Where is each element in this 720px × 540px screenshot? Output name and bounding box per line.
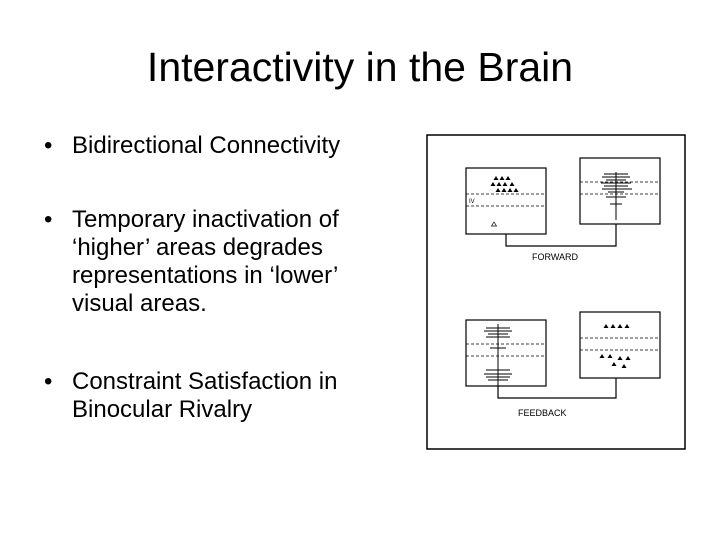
layer-label: IV	[469, 199, 475, 205]
bullet-text: Temporary inactivation of ‘higher’ areas…	[72, 206, 339, 317]
bullet-item: • Constraint Satisfaction in Binocular R…	[42, 368, 397, 424]
bullet-text: Bidirectional Connectivity	[72, 132, 341, 159]
lower-area-box	[465, 319, 547, 387]
bullet-marker: •	[44, 206, 53, 233]
spike-triangles	[599, 324, 631, 368]
forward-connection	[505, 224, 617, 247]
bullet-item: • Temporary inactivation of ‘higher’ are…	[42, 206, 397, 318]
feedback-label: FEEDBACK	[518, 408, 567, 418]
bullet-item: • Bidirectional Connectivity	[42, 132, 397, 160]
connectivity-diagram: IV FORWARD	[426, 134, 686, 450]
bullet-marker: •	[44, 368, 53, 395]
higher-area-box	[579, 311, 661, 379]
feedback-panel: FEEDBACK	[465, 311, 661, 418]
slide-title: Interactivity in the Brain	[146, 44, 574, 90]
figure-border	[426, 134, 686, 450]
forward-label: FORWARD	[532, 252, 578, 262]
feedback-connection	[497, 378, 617, 399]
forward-panel: IV FORWARD	[465, 157, 661, 262]
spike-lines	[601, 173, 632, 205]
spike-triangles	[490, 176, 519, 192]
spike-lines	[484, 327, 512, 381]
bullet-text: Constraint Satisfaction in Binocular Riv…	[72, 368, 338, 423]
bullet-marker: •	[44, 132, 53, 159]
higher-area-box	[579, 157, 661, 225]
